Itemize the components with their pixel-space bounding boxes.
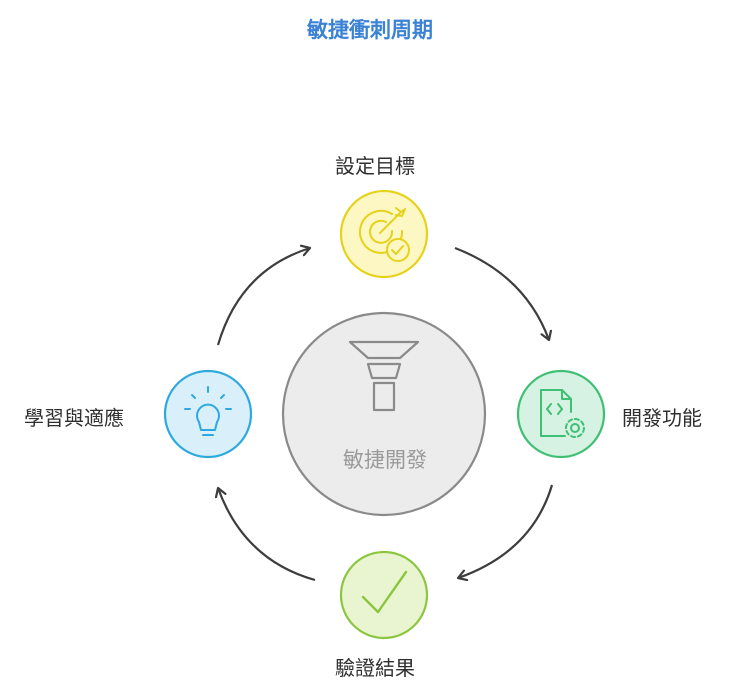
code-file-gear-icon xyxy=(540,389,585,438)
node-label-verify-results: 驗證結果 xyxy=(335,656,415,680)
center-label: 敏捷開發 xyxy=(343,448,427,472)
node-verify-results xyxy=(339,550,429,640)
lightbulb-icon xyxy=(184,386,232,436)
node-set-goals xyxy=(339,189,429,279)
node-label-learn-adapt: 學習與適應 xyxy=(24,406,124,430)
funnel-icon xyxy=(348,340,420,412)
arrow-bottom-to-left xyxy=(218,488,316,582)
node-label-set-goals: 設定目標 xyxy=(335,154,415,178)
node-develop-features xyxy=(516,369,606,459)
arrow-top-to-right xyxy=(454,246,549,340)
node-label-develop-features: 開發功能 xyxy=(622,406,702,430)
center-node xyxy=(281,311,487,517)
arrow-right-to-bottom xyxy=(458,484,554,578)
target-check-icon xyxy=(359,207,410,262)
checkmark-icon xyxy=(361,570,408,614)
diagram-title: 敏捷衝刺周期 xyxy=(307,18,433,42)
arrow-left-to-top xyxy=(216,248,310,346)
node-learn-adapt xyxy=(163,369,253,459)
